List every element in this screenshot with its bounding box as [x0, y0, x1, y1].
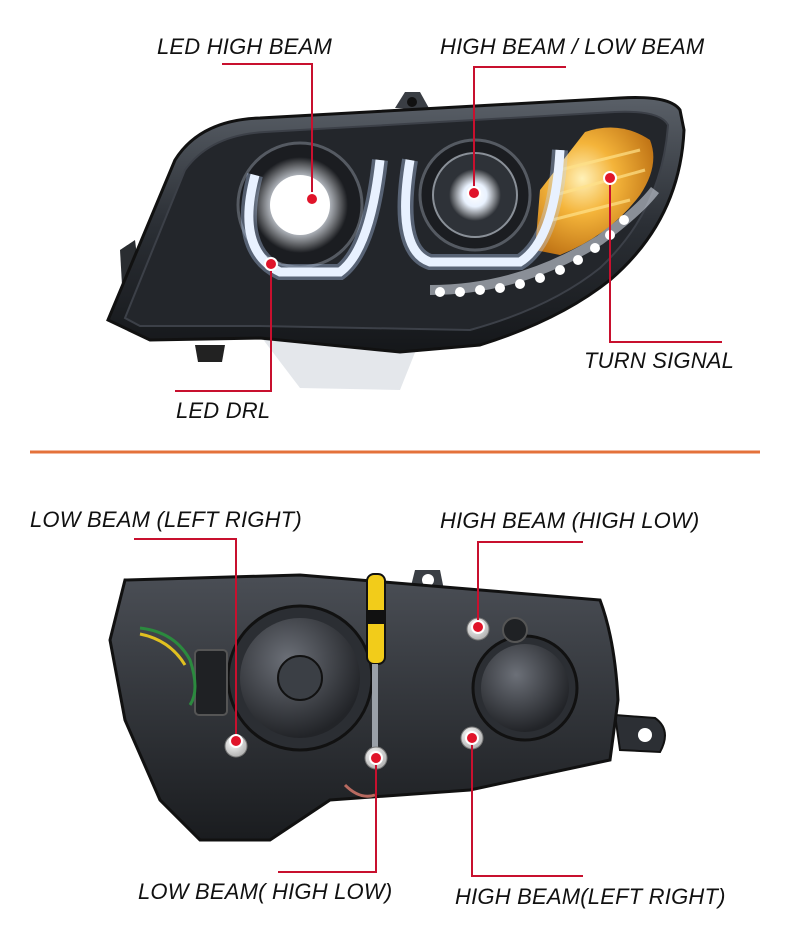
label-turn-signal: TURN SIGNAL: [584, 348, 735, 373]
callout-dot-led-drl: [264, 257, 278, 271]
callout-dot-low-beam-high-low: [369, 751, 383, 765]
callout-line-led-high-beam: [222, 63, 313, 199]
label-high-beam-left-right: HIGH BEAM(LEFT RIGHT): [455, 884, 726, 909]
callout-dot-high-beam-left-right: [465, 731, 479, 745]
bottom-callouts: [134, 538, 583, 877]
callout-dot-low-beam-left-right: [229, 734, 243, 748]
callout-dot-high-low-beam: [467, 186, 481, 200]
front-headlight: [106, 92, 686, 390]
callout-line-high-beam-high-low: [477, 541, 583, 627]
callout-line-low-beam-left-right: [134, 538, 237, 741]
callout-line-led-drl: [175, 264, 272, 392]
label-low-beam-left-right: LOW BEAM (LEFT RIGHT): [30, 507, 302, 532]
label-high-low-beam: HIGH BEAM / LOW BEAM: [440, 34, 705, 59]
label-led-high-beam: LED HIGH BEAM: [157, 34, 332, 59]
callout-line-turn-signal: [609, 178, 722, 343]
callout-dot-turn-signal: [603, 171, 617, 185]
callout-line-high-low-beam: [473, 66, 566, 193]
rear-headlight: [108, 570, 666, 842]
callout-dot-high-beam-high-low: [471, 620, 485, 634]
callout-dot-led-high-beam: [305, 192, 319, 206]
callout-line-high-beam-left-right: [471, 738, 583, 877]
label-led-drl: LED DRL: [176, 398, 271, 423]
label-high-beam-high-low: HIGH BEAM (HIGH LOW): [440, 508, 700, 533]
top-callouts: [175, 63, 722, 392]
callout-line-low-beam-high-low: [278, 758, 377, 873]
label-low-beam-high-low: LOW BEAM( HIGH LOW): [138, 879, 393, 904]
